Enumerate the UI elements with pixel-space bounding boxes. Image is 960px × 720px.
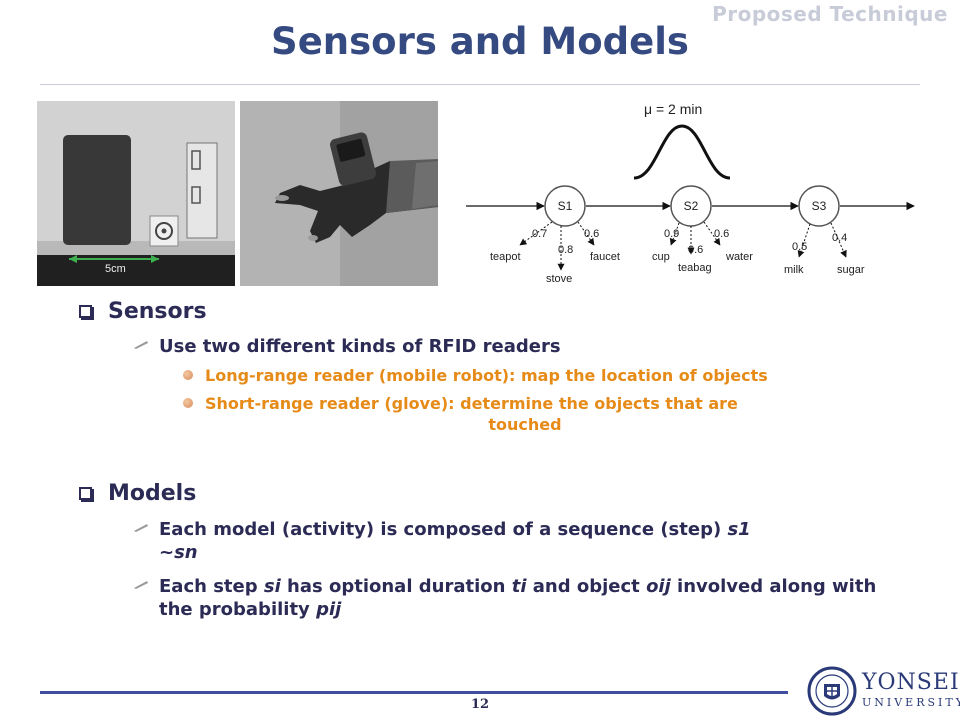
models-point-sequence: Each model (activity) is composed of a s… [159,519,751,563]
models-heading-text: Models [108,481,197,506]
sensors-heading: Sensors [79,299,207,324]
prob-sugar: 0.4 [832,232,847,244]
svg-text:S2: S2 [684,199,699,213]
svg-text:S3: S3 [812,199,827,213]
sensors-subpoint-short-range-line2: touched [488,415,562,434]
duration-distribution-curve [633,124,731,180]
state-s2: S2 [670,185,712,227]
prob-stove: 0.8 [558,244,573,256]
state-s3: S3 [798,185,840,227]
object-sugar: sugar [837,264,865,276]
university-wordmark-name: YONSEI [862,670,960,695]
checkbox-bullet-icon [79,487,92,500]
object-faucet: faucet [590,251,620,263]
prob-teabag: 0.6 [688,244,703,256]
scale-label: 5cm [105,263,126,275]
section-label: Proposed Technique [712,2,948,26]
models-heading: Models [79,481,196,506]
prob-faucet: 0.6 [584,228,599,240]
sensors-heading-text: Sensors [108,299,207,324]
state-s1: S1 [544,185,586,227]
object-water: water [725,251,753,263]
pen-bullet-icon [134,524,148,532]
rfid-tags-photo: 5cm [37,101,235,286]
pen-bullet-icon [134,581,148,589]
sensors-point: Use two different kinds of RFID readers [159,336,561,357]
university-seal-logo [807,666,857,716]
ruler [37,255,235,286]
round-bullet-icon [183,370,193,380]
pen-bullet-icon [134,341,148,349]
object-milk: milk [784,264,804,276]
prob-cup: 0.9 [664,228,679,240]
activity-model-diagram: μ = 2 min S1 S2 S3 0.7 [466,101,915,285]
footer-rule [40,691,788,694]
prob-teapot: 0.7 [532,228,547,240]
models-point-step: Each step si has optional duration ti an… [159,576,877,620]
glove-reader-photo [240,101,438,286]
duration-label: μ = 2 min [644,101,702,117]
title-rule [40,84,920,85]
object-cup: cup [652,251,670,263]
slide-title: Sensors and Models [271,20,689,63]
svg-text:S1: S1 [558,199,573,213]
rfid-long-range-tag [63,135,131,245]
sensors-subpoint-long-range: Long-range reader (mobile robot): map th… [205,366,768,385]
prob-milk: 0.5 [792,241,807,253]
object-teapot: teapot [490,251,521,263]
prob-water: 0.6 [714,228,729,240]
page-number: 12 [470,697,490,712]
object-teabag: teabag [678,262,712,274]
object-stove: stove [546,273,572,285]
round-bullet-icon [183,398,193,408]
checkbox-bullet-icon [79,305,92,318]
university-wordmark: YONSEI UNIVERSITY [862,672,960,710]
university-wordmark-sub: UNIVERSITY [862,696,960,709]
sensors-subpoint-short-range: Short-range reader (glove): determine th… [205,393,855,435]
sensors-subpoint-short-range-line1: Short-range reader (glove): determine th… [205,394,738,413]
